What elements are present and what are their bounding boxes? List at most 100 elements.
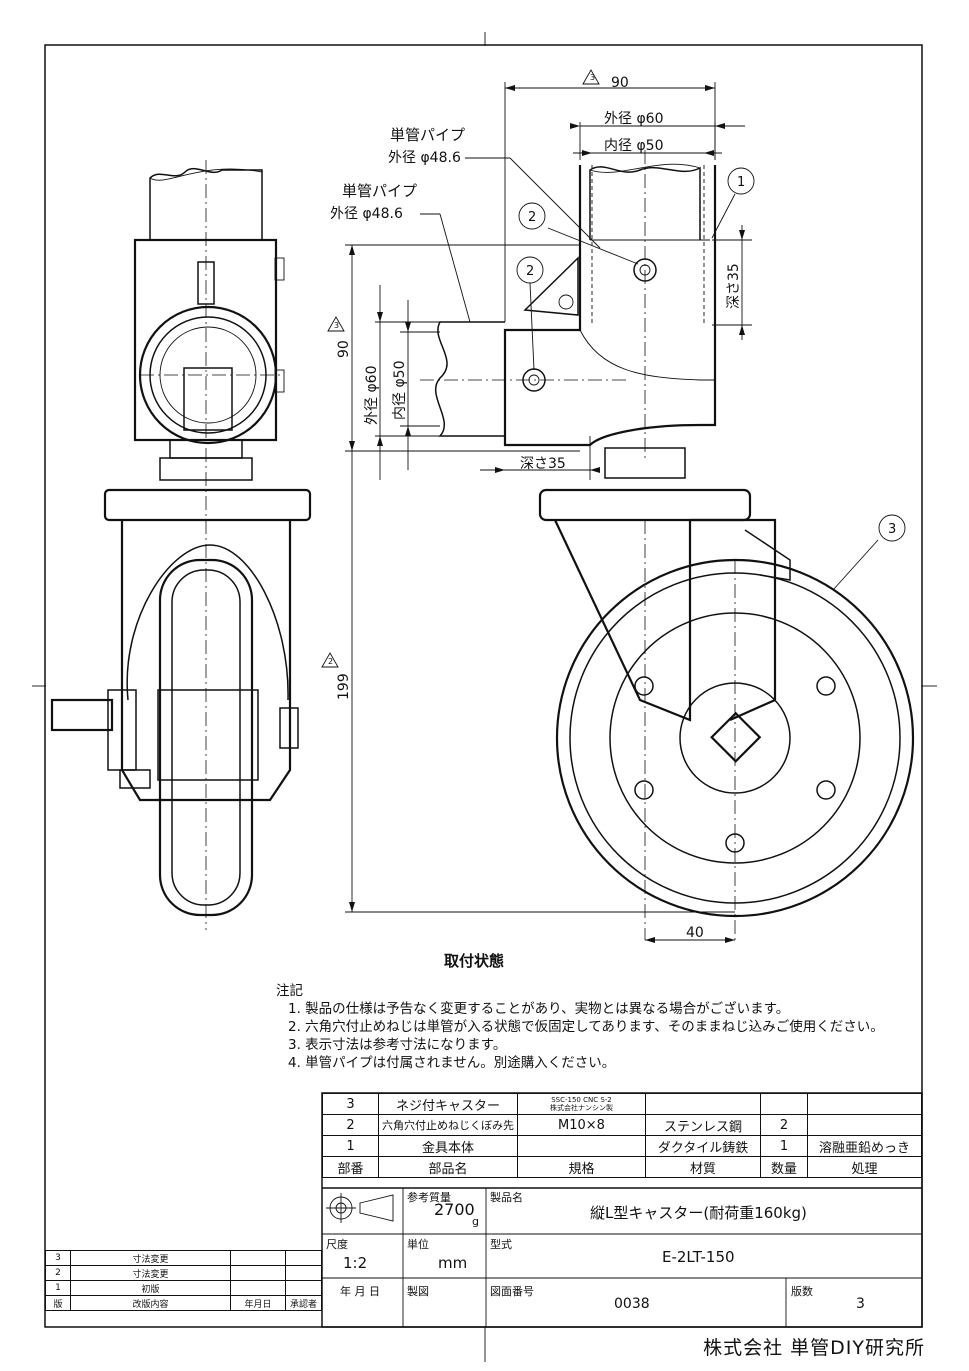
bom-row-1: 1 金具本体 ダクタイル鋳鉄 1 溶融亜鉛めっき xyxy=(322,1135,922,1157)
unit-label: 単位 xyxy=(407,1238,429,1251)
version-label: 版数 xyxy=(791,1285,813,1298)
bom-spec: SSC-150 CNC S-2 株式会社ナンシン製 xyxy=(517,1093,646,1115)
pipe-upper-od: 外径 φ48.6 xyxy=(388,150,461,166)
revision-header-signer: 承認者 xyxy=(285,1295,322,1311)
drawn-label: 製図 xyxy=(407,1285,429,1298)
bom-qty: 1 xyxy=(760,1135,808,1157)
revision-mark: 3 xyxy=(45,1250,71,1266)
front-view xyxy=(50,160,312,930)
product-name: 縦L型キャスター(耐荷重160kg) xyxy=(590,1204,807,1222)
note-3: 3. 表示寸法は参考寸法になります。 xyxy=(288,1037,507,1053)
scale-value: 1:2 xyxy=(343,1254,368,1272)
revision-content: 寸法変更 xyxy=(70,1250,231,1266)
revision-row-1: 1 初版 xyxy=(45,1280,322,1296)
dim-40: 40 xyxy=(686,925,704,941)
rev-mark-top: 3 xyxy=(590,73,595,82)
balloon-1-circle xyxy=(727,167,755,195)
mass-value: 2700 xyxy=(434,1200,475,1219)
revision-content: 初版 xyxy=(70,1280,231,1296)
dim-id50-left: 内径 φ50 xyxy=(392,361,408,421)
bom-header-spec: 規格 xyxy=(517,1156,646,1178)
bom-treatment xyxy=(807,1114,922,1136)
revision-header: 版 改版内容 年月日 承認者 xyxy=(45,1295,322,1311)
dim-90-top: 90 xyxy=(611,75,629,91)
dimension-lines xyxy=(345,82,879,943)
drawing-no-value: 0038 xyxy=(614,1296,650,1312)
dim-od60-top: 外径 φ60 xyxy=(604,111,664,127)
revision-row-2: 2 寸法変更 xyxy=(45,1265,322,1281)
revision-mark: 1 xyxy=(45,1280,71,1296)
drawing-no-label: 図面番号 xyxy=(490,1285,534,1298)
bom-name: ネジ付キャスター xyxy=(378,1093,518,1115)
unit-value: mm xyxy=(438,1254,468,1272)
balloon-2a: 2 xyxy=(528,210,536,225)
revision-content: 寸法変更 xyxy=(70,1265,231,1281)
bom-material: ステンレス鋼 xyxy=(645,1114,761,1136)
bom-row-3: 3 ネジ付キャスター SSC-150 CNC S-2 株式会社ナンシン製 xyxy=(322,1093,922,1115)
side-view xyxy=(420,150,915,940)
model-label: 型式 xyxy=(490,1238,512,1251)
mass-unit: g xyxy=(472,1215,479,1228)
notes-heading: 注記 xyxy=(276,983,303,999)
bom-treatment: 溶融亜鉛めっき xyxy=(807,1135,922,1157)
revision-triangle-2 xyxy=(321,652,339,668)
revision-mark: 2 xyxy=(45,1265,71,1281)
notes: 注記 1. 製品の仕様は予告なく変更することがあり、実物とは異なる場合がございま… xyxy=(276,982,884,1072)
revision-header-mark: 版 xyxy=(45,1295,71,1311)
dim-depth35-horizontal: 深さ35 xyxy=(520,456,566,472)
bom-no: 3 xyxy=(322,1093,379,1115)
bom-spec xyxy=(517,1135,646,1157)
revision-header-date: 年月日 xyxy=(230,1295,286,1311)
revision-triangle-3-left xyxy=(327,316,345,332)
dim-199: 199 xyxy=(336,673,352,700)
date-label: 年 月 日 xyxy=(340,1285,380,1298)
bom-spec-line1: SSC-150 CNC S-2 xyxy=(551,1096,612,1104)
bom-qty: 2 xyxy=(760,1114,808,1136)
dim-od60-left: 外径 φ60 xyxy=(364,366,380,426)
bom-qty xyxy=(760,1093,808,1115)
bom-spec: M10×8 xyxy=(517,1114,646,1136)
bom-treatment xyxy=(807,1093,922,1115)
bom-spec-line2: 株式会社ナンシン製 xyxy=(550,1104,613,1112)
bill-of-materials: 3 ネジ付キャスター SSC-150 CNC S-2 株式会社ナンシン製 2 六… xyxy=(322,1093,922,1178)
balloon-1: 1 xyxy=(737,175,745,190)
bom-header: 部番 部品名 規格 材質 数量 処理 xyxy=(322,1156,922,1178)
bom-header-material: 材質 xyxy=(645,1156,761,1178)
balloon-2a-circle xyxy=(518,202,546,230)
bom-material xyxy=(645,1093,761,1115)
version-value: 3 xyxy=(856,1296,865,1312)
bom-header-qty: 数量 xyxy=(760,1156,808,1178)
view-title: 取付状態 xyxy=(444,952,504,970)
revision-row-3: 3 寸法変更 xyxy=(45,1250,322,1266)
bom-material: ダクタイル鋳鉄 xyxy=(645,1135,761,1157)
balloon-2b-circle xyxy=(516,256,544,284)
company-name: 株式会社 単管DIY研究所 xyxy=(703,1337,925,1359)
pipe-upper-name: 単管パイプ xyxy=(390,126,465,144)
rev-mark-left: 3 xyxy=(334,321,339,330)
scale-label: 尺度 xyxy=(326,1238,348,1251)
balloon-2b: 2 xyxy=(526,264,534,279)
bom-no: 1 xyxy=(322,1135,379,1157)
bom-row-2: 2 六角穴付止めねじくぼみ先 M10×8 ステンレス鋼 2 xyxy=(322,1114,922,1136)
model-value: E-2LT-150 xyxy=(662,1248,735,1266)
mass-label: 参考質量 xyxy=(407,1191,451,1204)
bom-name: 六角穴付止めねじくぼみ先 xyxy=(378,1114,518,1136)
dim-depth35-vertical: 深さ35 xyxy=(726,263,742,309)
revision-header-content: 改版内容 xyxy=(70,1295,231,1311)
dim-id50-top: 内径 φ50 xyxy=(604,138,664,154)
bom-no: 2 xyxy=(322,1114,379,1136)
balloon-3-circle xyxy=(878,514,906,542)
bom-header-treatment: 処理 xyxy=(807,1156,922,1178)
projection-symbol xyxy=(326,1193,394,1223)
rev-mark-199: 2 xyxy=(328,657,333,666)
revision-table: 3 寸法変更 2 寸法変更 1 初版 版 改版内容 年月日 承認者 xyxy=(45,1250,322,1311)
bom-name: 金具本体 xyxy=(378,1135,518,1157)
product-label: 製品名 xyxy=(490,1191,523,1204)
note-1: 1. 製品の仕様は予告なく変更することがあり、実物とは異なる場合がございます。 xyxy=(288,1001,790,1017)
balloon-3: 3 xyxy=(888,522,896,537)
note-2: 2. 六角穴付止めねじは単管が入る状態で仮固定してあります、そのままねじ込みご使… xyxy=(288,1019,884,1035)
bom-header-no: 部番 xyxy=(322,1156,379,1178)
note-4: 4. 単管パイプは付属されません。別途購入ください。 xyxy=(288,1055,616,1071)
revision-triangle-3-top xyxy=(582,69,600,85)
